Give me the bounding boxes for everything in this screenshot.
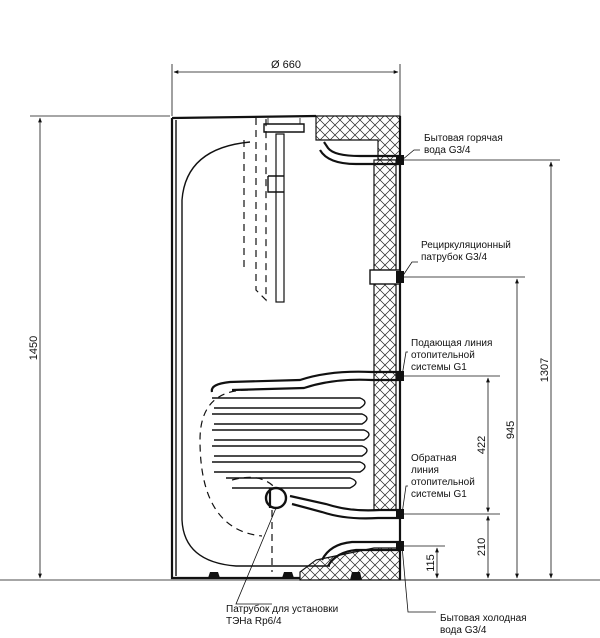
supply-label-line2: отопительной xyxy=(411,350,475,361)
supply-label-line1: Подающая линия xyxy=(411,338,492,349)
return-label-line1: Обратная xyxy=(411,452,457,464)
hot-water-label: Бытовая горячая вода G3/4 xyxy=(424,133,503,156)
cold-water-label: Бытовая холодная вода G3/4 xyxy=(440,613,527,636)
heater-port xyxy=(264,486,288,510)
insulation-bottom xyxy=(299,547,401,581)
leader-lines xyxy=(235,149,436,613)
cold-water-label-line2: вода G3/4 xyxy=(440,625,487,636)
support-feet xyxy=(208,572,362,580)
supply-height-value: 945 xyxy=(505,421,517,439)
recirculation-connection xyxy=(369,269,401,285)
insulation-layer xyxy=(299,115,401,581)
connection-stubs xyxy=(396,155,404,551)
diameter-value: Ø 660 xyxy=(271,59,301,71)
cold-water-label-line1: Бытовая холодная xyxy=(440,613,527,624)
heater-label-line2: ТЭНа Rp6/4 xyxy=(226,616,282,627)
total-height-dimension: 1450 xyxy=(28,115,170,579)
return-label: Обратная линия отопительной системы G1 xyxy=(411,452,475,500)
diameter-dimension: Ø 660 xyxy=(171,59,401,116)
insulation-top xyxy=(315,115,401,161)
hot-water-pipe xyxy=(319,141,400,166)
right-dimensions: 1307 945 422 210 115 xyxy=(400,159,560,581)
heat-exchanger-coil xyxy=(210,370,400,520)
inner-tank-wall xyxy=(181,141,330,567)
cold-water-height-value: 115 xyxy=(425,554,437,572)
heater-label-line1: Патрубок для установки xyxy=(226,603,338,615)
cold-water-pipe xyxy=(321,540,400,567)
supply-label: Подающая линия отопительной системы G1 xyxy=(411,338,492,373)
recirc-label-line2: патрубок G3/4 xyxy=(421,251,487,263)
total-height-value: 1450 xyxy=(28,336,40,360)
outer-casing xyxy=(170,114,402,580)
heater-port-label: Патрубок для установки ТЭНа Rp6/4 xyxy=(226,603,338,627)
insulation-right xyxy=(373,159,397,511)
return-label-line4: системы G1 xyxy=(411,489,467,500)
return-height-value: 210 xyxy=(476,538,488,556)
hot-water-label-line1: Бытовая горячая xyxy=(424,133,503,144)
return-label-line3: отопительной xyxy=(411,477,475,488)
recirculation-label: Рециркуляционный патрубок G3/4 xyxy=(421,240,511,263)
hot-water-height-value: 1307 xyxy=(539,358,551,382)
recirc-label-line1: Рециркуляционный xyxy=(421,240,511,251)
hot-water-label-line2: вода G3/4 xyxy=(424,145,471,156)
coil-height-value: 422 xyxy=(476,436,488,454)
supply-label-line3: системы G1 xyxy=(411,362,467,373)
return-label-line2: линия xyxy=(411,465,439,476)
anode-rod xyxy=(263,118,305,303)
